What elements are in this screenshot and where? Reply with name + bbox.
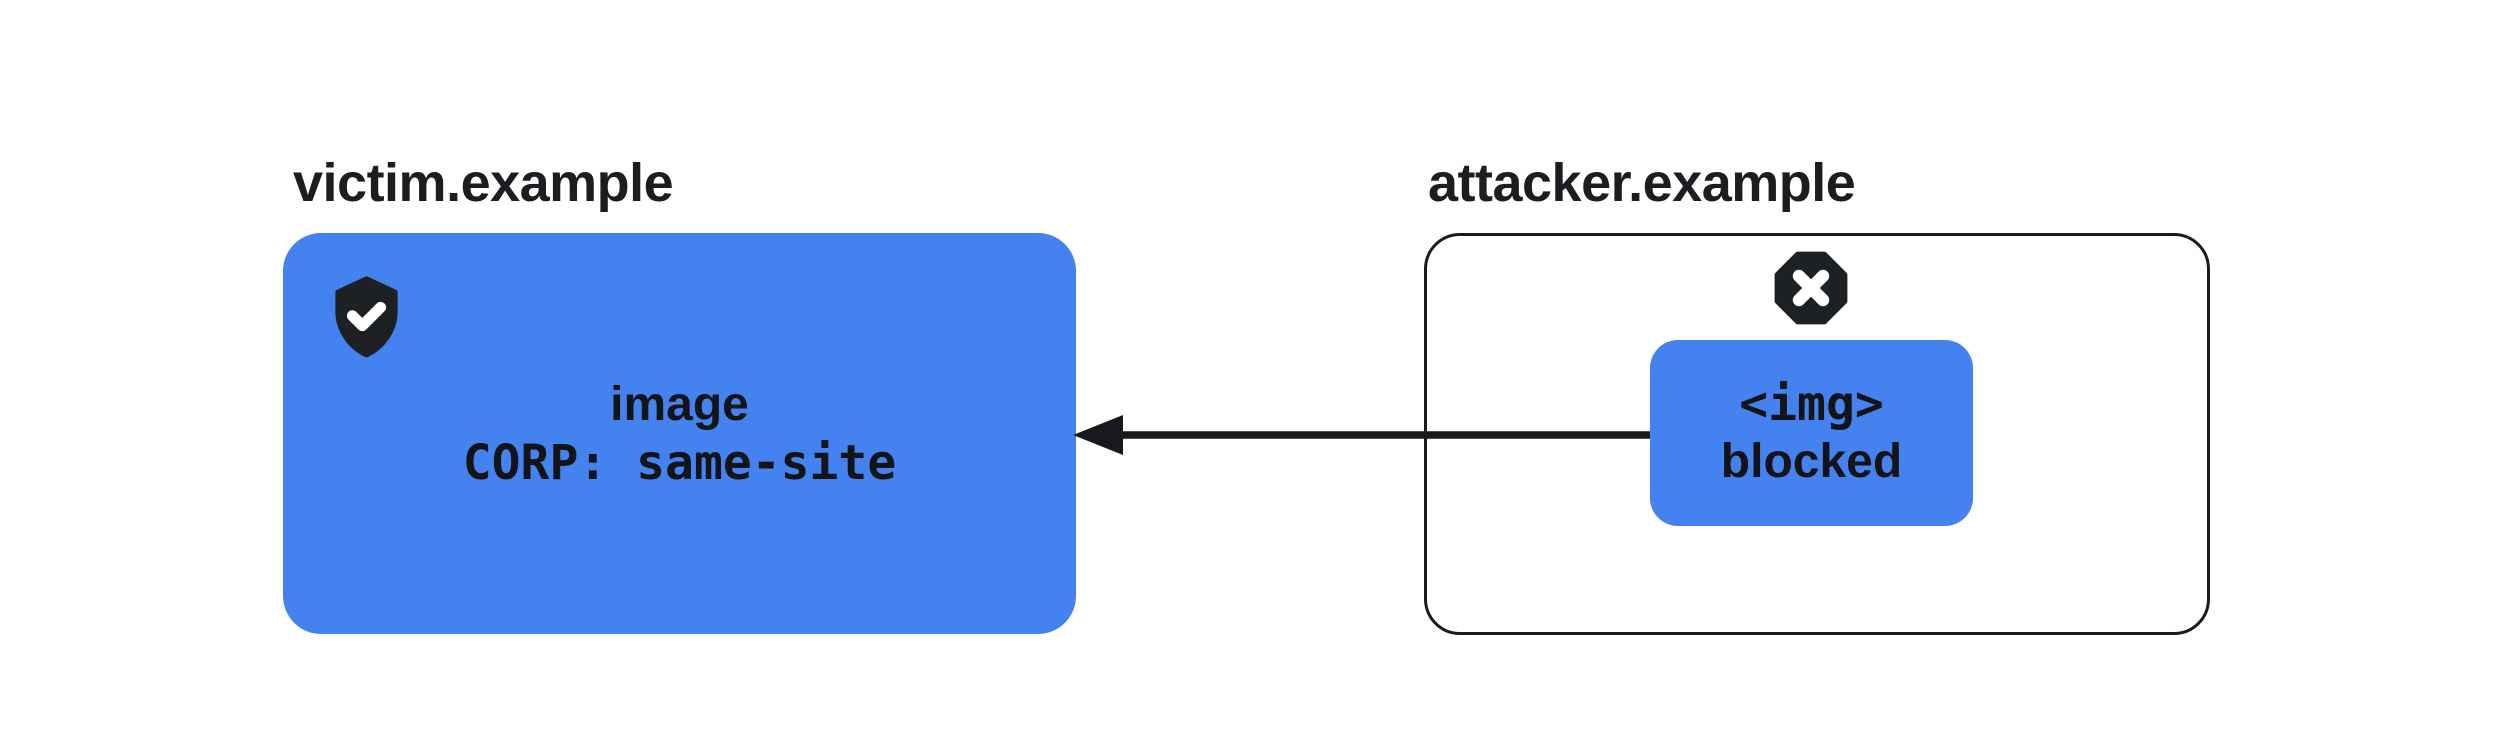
corp-header-label: CORP: same-site xyxy=(462,434,897,491)
attacker-domain-label: attacker.example xyxy=(1428,153,1856,213)
victim-domain-label: victim.example xyxy=(293,153,674,213)
blocked-element-box: <img> blocked xyxy=(1650,340,1973,526)
blocked-element-text: <img> blocked xyxy=(1650,340,1973,526)
victim-resource-box: image CORP: same-site xyxy=(283,233,1076,634)
request-arrow xyxy=(1073,415,1650,455)
resource-type-label: image xyxy=(610,377,749,431)
blocked-octagon-icon xyxy=(1774,251,1848,325)
shield-check-icon xyxy=(335,276,398,358)
img-tag-label: <img> xyxy=(1739,376,1884,432)
blocked-status-label: blocked xyxy=(1720,435,1903,488)
victim-resource-text: image CORP: same-site xyxy=(283,233,1076,634)
